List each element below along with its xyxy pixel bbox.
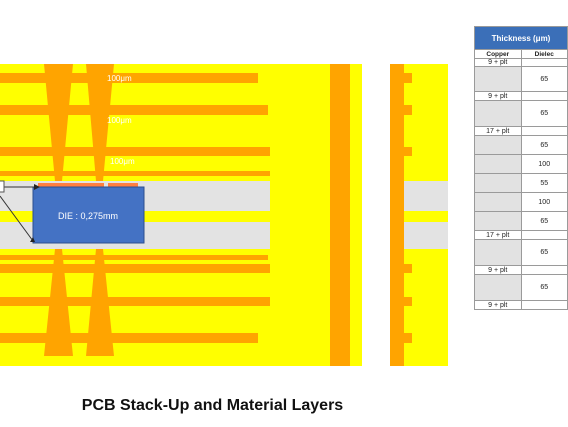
die-label: DIE : 0,275mm xyxy=(58,211,118,221)
copper-cell xyxy=(474,274,522,301)
dielectric-cell xyxy=(520,265,568,275)
embedded-die xyxy=(32,186,145,244)
table-row: 9 + plt xyxy=(474,58,568,67)
arrowhead xyxy=(30,237,35,242)
copper-cell: 17 + plt xyxy=(474,126,522,136)
dielectric-cell: 55 xyxy=(520,173,568,193)
thickness-label: 100μm xyxy=(107,74,132,83)
copper-traces xyxy=(0,73,272,343)
copper-cell: 9 + plt xyxy=(474,265,522,275)
dielectric-cell xyxy=(520,230,568,240)
copper-cell: 9 + plt xyxy=(474,58,522,67)
column-header-copper: Copper xyxy=(474,49,522,59)
table-row: 9 + plt xyxy=(474,91,568,101)
microvias xyxy=(44,64,114,356)
dielectric-cell: 65 xyxy=(520,274,568,301)
table-row: 9 + plt xyxy=(474,265,568,275)
dielectric-cell: 65 xyxy=(520,100,568,127)
copper-cell xyxy=(474,173,522,193)
table-title: Thickness (μm) xyxy=(474,26,568,50)
pad-strip xyxy=(330,64,344,366)
copper-cell xyxy=(474,66,522,92)
die-copper-pad xyxy=(38,183,104,187)
pad-strip xyxy=(344,64,350,366)
dielectric-cell: 65 xyxy=(520,66,568,92)
column-header-dielectric: Dielec xyxy=(520,49,568,59)
dielectric-cell: 65 xyxy=(520,211,568,231)
table-row: 9 + plt xyxy=(474,300,568,310)
table-row: 65 xyxy=(474,274,568,301)
table-row: 100 xyxy=(474,154,568,174)
dielectric-cell xyxy=(520,58,568,67)
dielectric-cell xyxy=(520,91,568,101)
dielectric-cell: 65 xyxy=(520,239,568,266)
table-row: 17 + plt xyxy=(474,230,568,240)
copper-cell: 17 + plt xyxy=(474,230,522,240)
table-row: 65 xyxy=(474,66,568,92)
copper-cell xyxy=(474,211,522,231)
copper-cell: 9 + plt xyxy=(474,300,522,310)
copper-cell xyxy=(474,100,522,127)
table-row: 17 + plt xyxy=(474,126,568,136)
die-copper-pad xyxy=(108,183,138,187)
table-row: 55 xyxy=(474,173,568,193)
dielectric-cell: 100 xyxy=(520,154,568,174)
table-row: 100 xyxy=(474,192,568,212)
fragment-copper xyxy=(390,64,412,366)
thickness-label: 100μm xyxy=(107,116,132,125)
dielectric-cell: 100 xyxy=(520,192,568,212)
through-via xyxy=(270,64,330,366)
copper-cell xyxy=(474,135,522,155)
table-row: 65 xyxy=(474,211,568,231)
dielectric-cell xyxy=(520,126,568,136)
table-row: 65 xyxy=(474,100,568,127)
dielectric-cell xyxy=(520,300,568,310)
dielectric-cell: 65 xyxy=(520,135,568,155)
callout-box xyxy=(0,180,5,193)
copper-cell: 9 + plt xyxy=(474,91,522,101)
copper-cell xyxy=(474,154,522,174)
copper-cell xyxy=(474,239,522,266)
copper-cell xyxy=(474,192,522,212)
thickness-label: 100μm xyxy=(110,157,135,166)
callout-lines xyxy=(0,186,34,242)
table-row: 65 xyxy=(474,135,568,155)
diagram-caption: PCB Stack-Up and Material Layers xyxy=(81,397,344,414)
table-row: 65 xyxy=(474,239,568,266)
arrowhead xyxy=(34,184,40,190)
